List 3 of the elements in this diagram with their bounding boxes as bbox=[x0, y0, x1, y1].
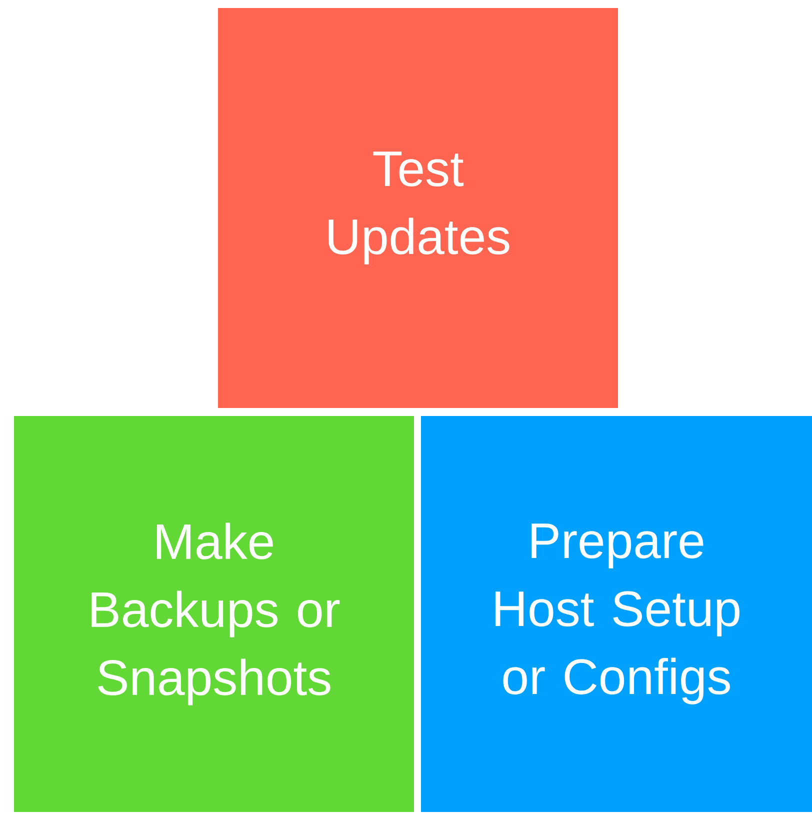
process-box: Make Backups or Snapshots bbox=[14, 416, 414, 812]
process-box: Prepare Host Setup or Configs bbox=[421, 416, 812, 812]
process-box: Test Updates bbox=[218, 8, 618, 408]
